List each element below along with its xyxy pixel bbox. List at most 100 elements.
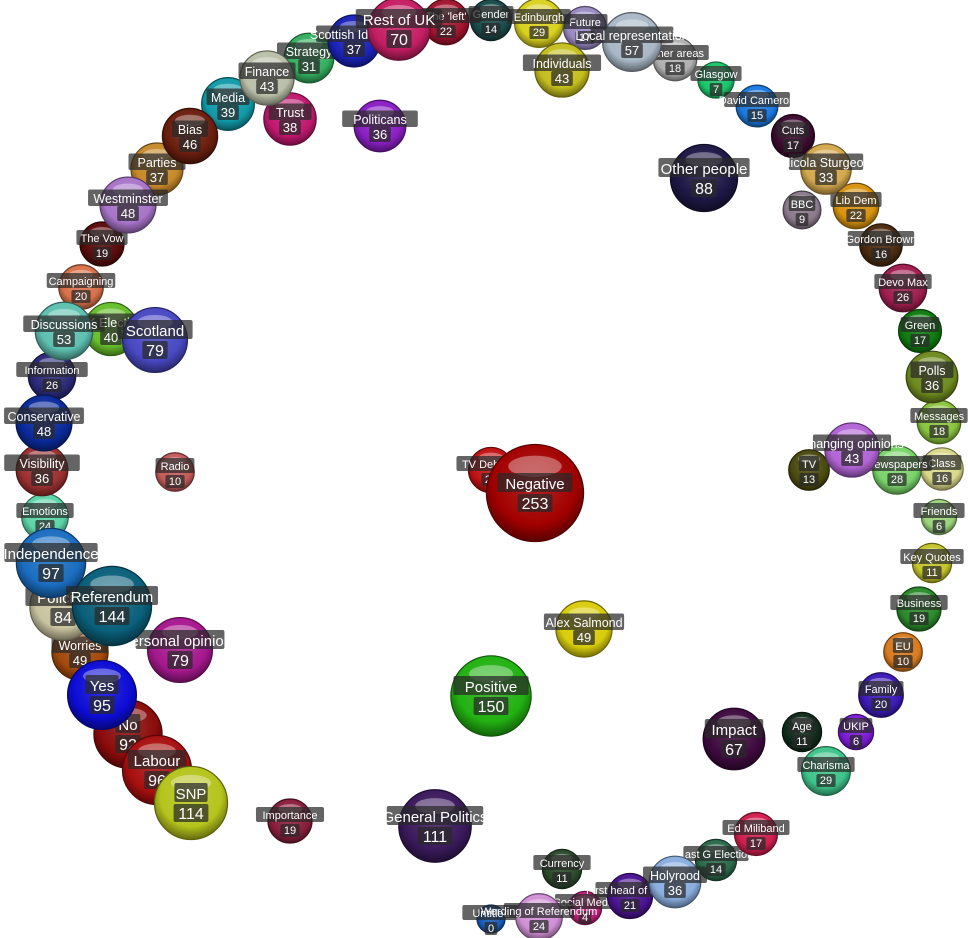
- bubble-value-bg: [846, 209, 866, 222]
- bubble-label: Friends: [921, 506, 958, 518]
- bubble-highlight: [508, 455, 562, 477]
- bubble-value-bg: [815, 170, 837, 185]
- bubble-label-bg: [590, 26, 674, 43]
- bubble-other-people[interactable]: Other people 88: [658, 143, 750, 213]
- bubble-value-bg: [893, 291, 913, 304]
- bubble-value: 43: [845, 451, 859, 466]
- bubble-value-bg: [484, 922, 498, 935]
- bubble-circle[interactable]: [450, 655, 532, 737]
- bubble-label: Radio: [161, 461, 190, 473]
- bubble-label: Worries: [59, 639, 102, 653]
- bubble-value-bg: [620, 899, 640, 912]
- bubble-value: 70: [390, 32, 408, 49]
- bubble-value-bg: [578, 911, 592, 924]
- bubble-label-bg: [238, 62, 296, 79]
- bubble-circle[interactable]: [153, 765, 229, 841]
- bubble-label-bg: [522, 54, 602, 71]
- bubble-value: 43: [555, 71, 569, 86]
- bubble-value: 150: [478, 699, 505, 716]
- bubble-value: 48: [37, 424, 51, 439]
- bubble-label: SNP: [176, 786, 207, 803]
- bubble-label-bg: [797, 757, 855, 772]
- bubble-value: 17: [579, 32, 591, 44]
- bubble-circle[interactable]: [485, 443, 585, 543]
- bubble-value: 36: [35, 471, 49, 486]
- bubble-circle[interactable]: [66, 659, 138, 731]
- bubble-label: Alex Salmond: [545, 616, 622, 630]
- bubble-label: Currency: [540, 858, 585, 870]
- bubble-value: 144: [99, 609, 126, 626]
- bubble-label-bg: [690, 66, 742, 81]
- bubble-value: 19: [96, 248, 108, 260]
- bubble-label: Other people: [661, 161, 748, 178]
- bubble-value: 88: [695, 181, 713, 198]
- bubble-value-bg: [887, 473, 907, 486]
- bubble-label-bg: [862, 456, 932, 471]
- bubble-value: 36: [668, 883, 682, 898]
- bubble-label-bg: [172, 120, 208, 137]
